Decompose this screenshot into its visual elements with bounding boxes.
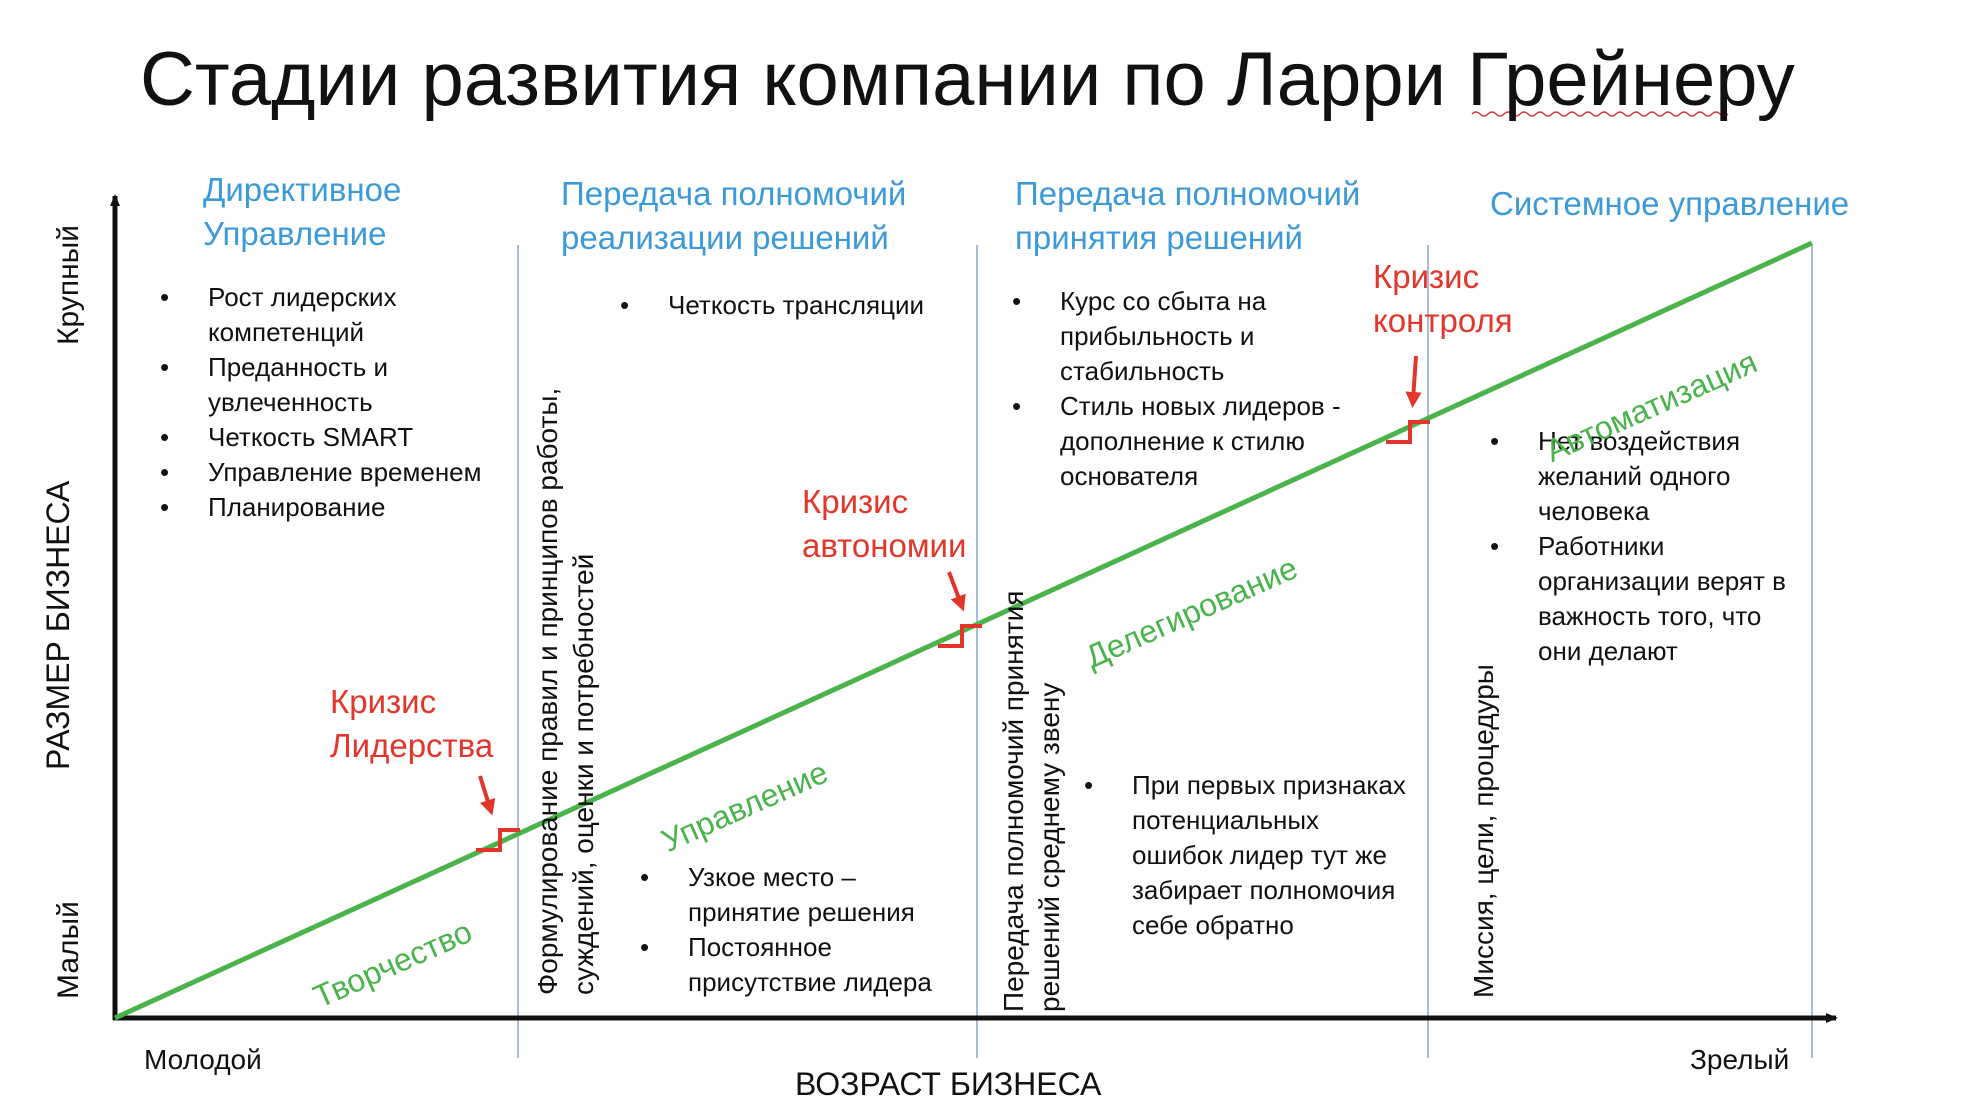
- y-axis-bottom-label: Малый: [52, 901, 85, 999]
- step-notch-icon: [476, 828, 520, 852]
- list-item: Узкое место – принятие решения: [640, 860, 960, 930]
- arrow-down-right-icon: [1405, 355, 1422, 408]
- stage-3-top-bullets: Курс со сбыта на прибыльность и стабильн…: [1012, 284, 1362, 494]
- list-item: Постоянное присутствие лидера: [640, 930, 960, 1000]
- spellcheck-squiggle-icon: [1471, 111, 1729, 117]
- list-item: Нет воздействия желаний одного человека: [1490, 424, 1810, 529]
- stage-4-bullets: Нет воздействия желаний одного человека …: [1490, 424, 1810, 669]
- x-axis-right-label: Зрелый: [1690, 1044, 1790, 1075]
- arrow-down-right-icon: [478, 775, 496, 816]
- list-item: Стиль новых лидеров - дополнение к стилю…: [1012, 389, 1362, 494]
- list-item: Четкость SMART: [160, 420, 500, 455]
- transition-2-text: Передача полномочий принятия решений сре…: [998, 590, 1065, 1012]
- step-notch-icon: [938, 624, 982, 648]
- transition-3-text: Миссия, цели, процедуры: [1468, 664, 1499, 998]
- stage-3-bottom-bullets: При первых признаках потенциальных ошибо…: [1084, 768, 1414, 943]
- crisis-control: Кризис контроля: [1373, 258, 1513, 339]
- stage-3-title: Передача полномочий принятия решений: [1015, 175, 1361, 256]
- list-item: Управление временем: [160, 455, 500, 490]
- list-item: При первых признаках потенциальных ошибо…: [1084, 768, 1414, 943]
- stage-1-bullets: Рост лидерских компетенций Преданность и…: [160, 280, 500, 525]
- list-item: Рост лидерских компетенций: [160, 280, 500, 350]
- arrow-down-right-icon: [947, 571, 966, 612]
- list-item: Четкость трансляции: [620, 288, 980, 323]
- stage-2-title: Передача полномочий реализации решений: [561, 175, 907, 256]
- list-item: Планирование: [160, 490, 500, 525]
- stage-4-title: Системное управление: [1490, 185, 1850, 222]
- stage-2-top-bullets: Четкость трансляции: [620, 288, 980, 323]
- list-item: Работники организации верят в важность т…: [1490, 529, 1810, 669]
- transition-1-text: Формулирование правил и принципов работы…: [532, 387, 599, 995]
- stage-2-bottom-bullets: Узкое место – принятие решения Постоянно…: [640, 860, 960, 1000]
- stage-1-title: Директивное Управление: [203, 171, 402, 252]
- crisis-autonomy: Кризис автономии: [802, 483, 967, 564]
- step-notch-icon: [1386, 420, 1430, 444]
- page-title: Стадии развития компании по Ларри Грейне…: [140, 37, 1795, 122]
- y-axis-top-label: Крупный: [52, 225, 85, 345]
- x-axis-label: ВОЗРАСТ БИЗНЕСА: [795, 1066, 1102, 1102]
- x-axis-left-label: Молодой: [144, 1044, 262, 1075]
- y-axis-label: РАЗМЕР БИЗНЕСА: [40, 480, 76, 770]
- list-item: Курс со сбыта на прибыльность и стабильн…: [1012, 284, 1362, 389]
- list-item: Преданность и увлеченность: [160, 350, 500, 420]
- crisis-leadership: Кризис Лидерства: [330, 683, 494, 764]
